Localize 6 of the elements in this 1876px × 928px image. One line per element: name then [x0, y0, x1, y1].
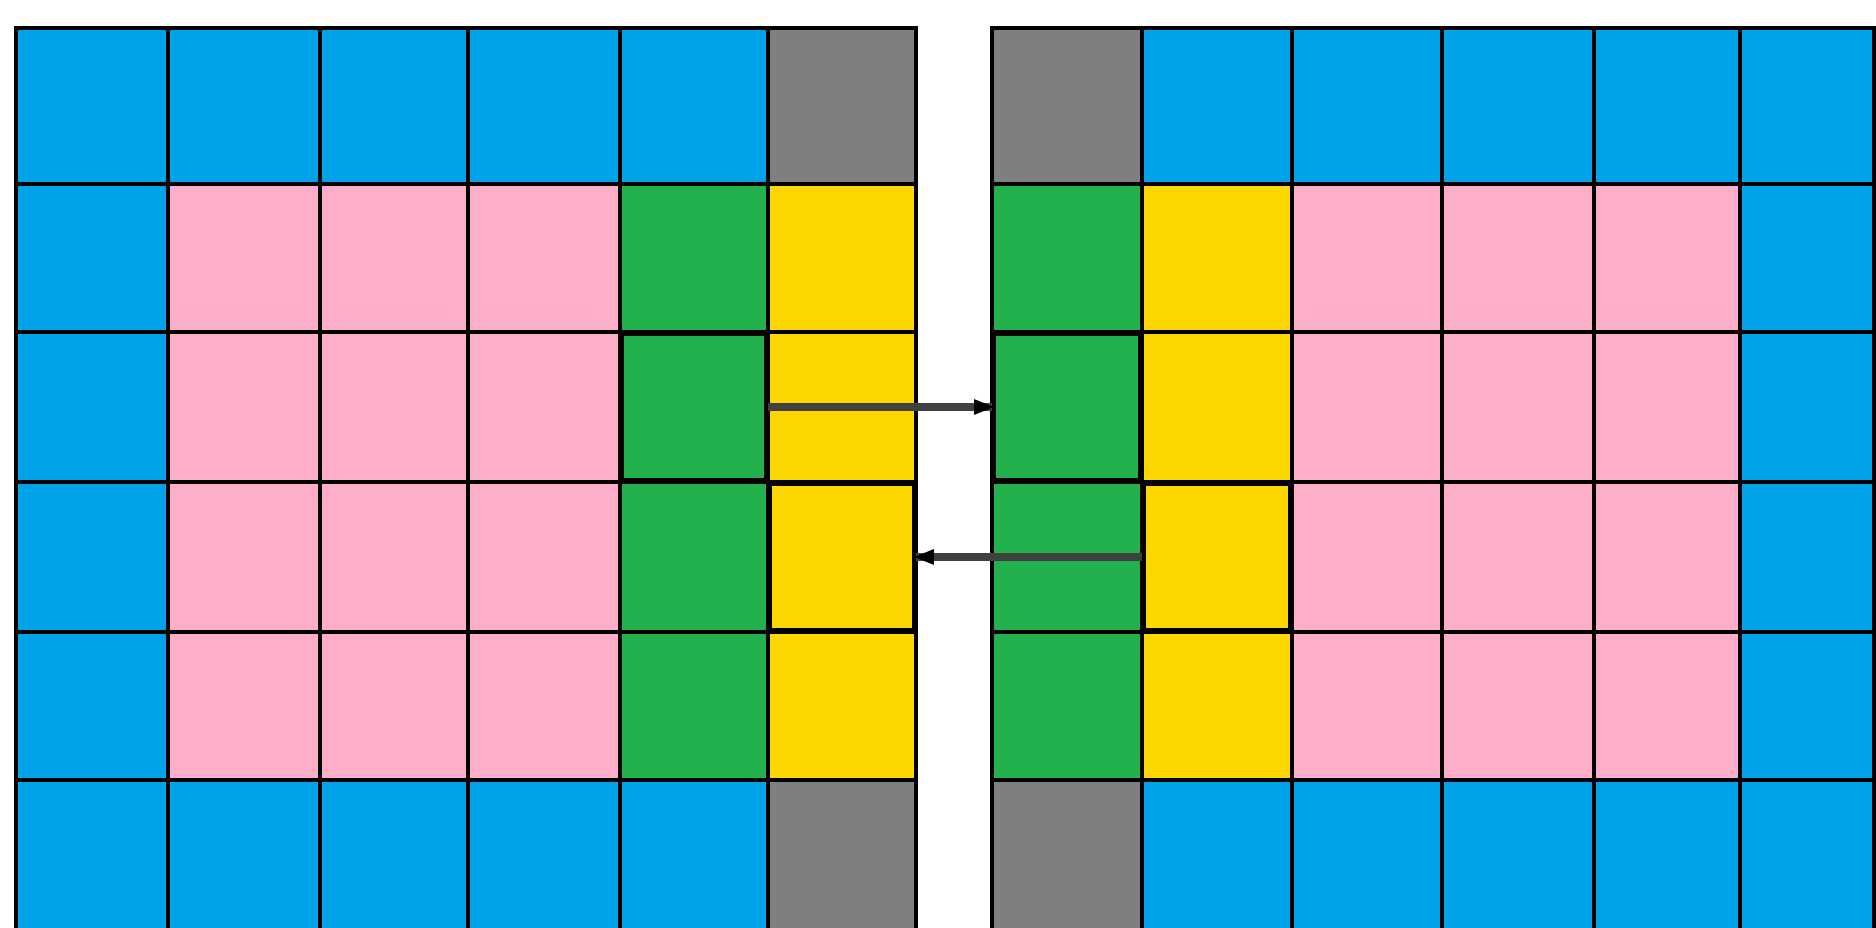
- arrow: [768, 399, 994, 415]
- grid-cell: [1142, 482, 1292, 632]
- grid-cell: [768, 482, 916, 632]
- grid-cell: [620, 332, 768, 482]
- arrow: [914, 549, 1142, 565]
- grid-cell: [992, 332, 1142, 482]
